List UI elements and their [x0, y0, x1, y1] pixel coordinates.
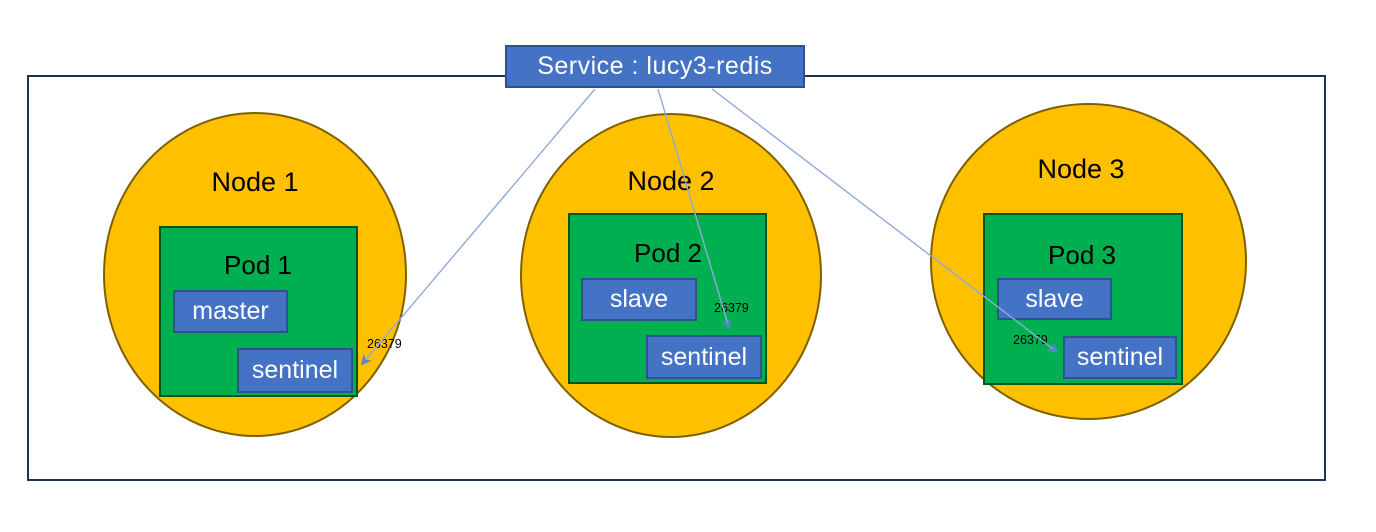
node-3-label: Node 3: [1037, 154, 1125, 184]
pod-2-label: Pod 2: [634, 238, 702, 268]
service-box: Service : lucy3-redis: [505, 45, 805, 88]
port-label-1: 26379: [367, 337, 402, 351]
node-2-label: Node 2: [627, 166, 715, 196]
pod-1-label: Pod 1: [224, 250, 292, 280]
component-master-label: master: [192, 297, 269, 325]
component-sentinel-3-label: sentinel: [1076, 343, 1164, 371]
component-slave-2-label: slave: [609, 285, 669, 313]
component-sentinel-2-label: sentinel: [660, 342, 748, 371]
component-slave-3-label: slave: [1025, 284, 1084, 313]
port-label-2: 26379: [714, 301, 749, 315]
component-sentinel-1: sentinel: [237, 348, 353, 393]
component-master: master: [173, 290, 288, 333]
component-sentinel-2: sentinel: [646, 335, 762, 379]
port-label-3: 26379: [1013, 333, 1048, 347]
component-sentinel-3: sentinel: [1063, 336, 1177, 379]
component-sentinel-1-label: sentinel: [251, 356, 339, 384]
component-slave-3: slave: [997, 278, 1112, 320]
pod-3-label: Pod 3: [1048, 240, 1116, 270]
service-label: Service : lucy3-redis: [537, 52, 773, 80]
node-1-label: Node 1: [211, 167, 299, 197]
component-slave-2: slave: [581, 278, 697, 321]
